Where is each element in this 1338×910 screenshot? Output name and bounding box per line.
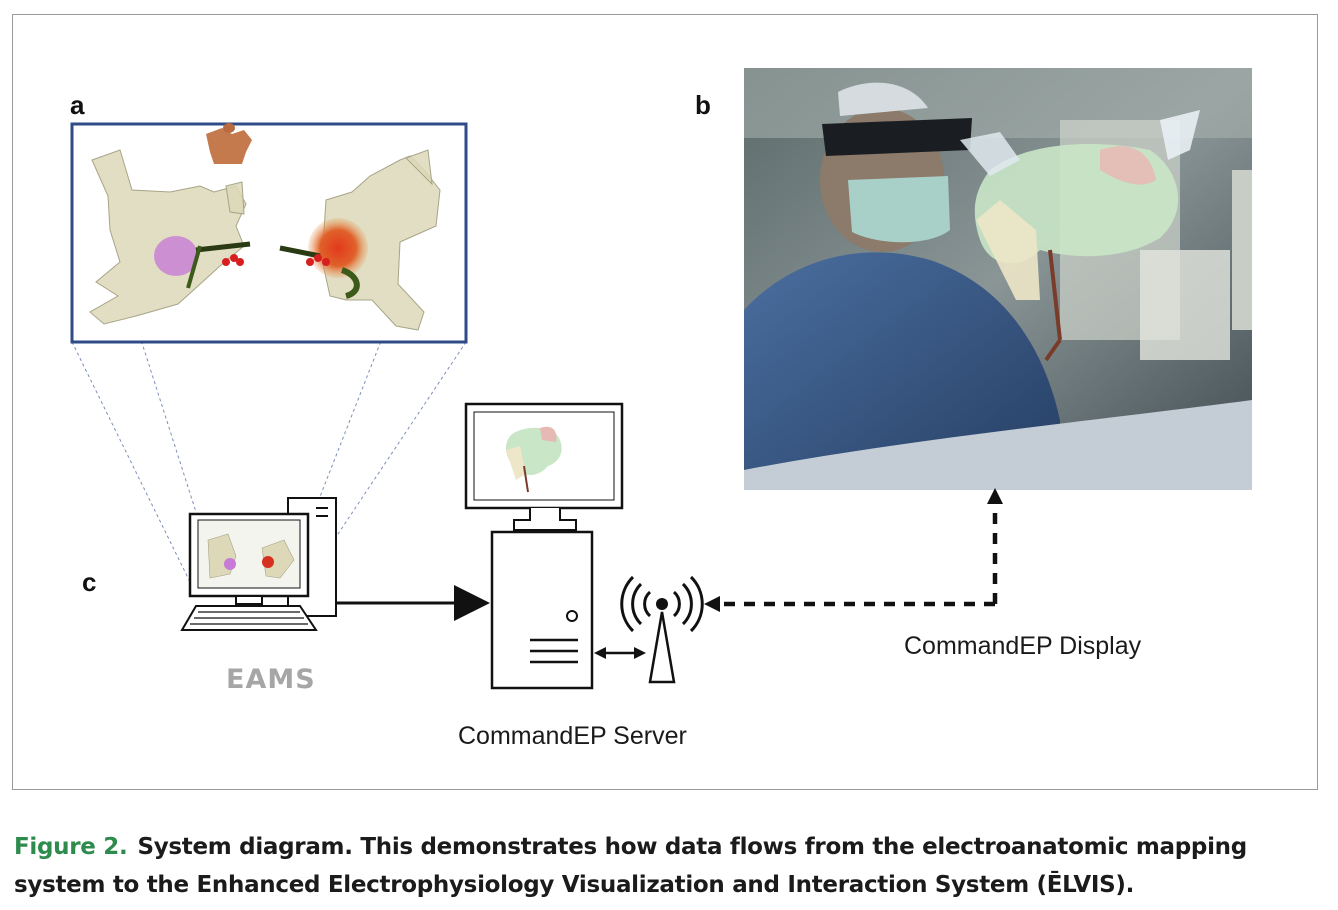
display-label: CommandEP Display: [904, 632, 1142, 660]
system-diagram: [70, 68, 1252, 690]
heart-model-icon: [321, 149, 441, 331]
panel-b-photo: [744, 68, 1252, 490]
panel-a-letter: a: [70, 90, 85, 120]
activation-map: [308, 218, 368, 278]
server-computer-icon: [464, 402, 624, 690]
figure-number: Figure 2.: [14, 834, 128, 860]
hologram-heart: [960, 110, 1200, 362]
wireless-antenna-icon: [620, 575, 704, 684]
heart-model-icon: [89, 149, 247, 325]
figure-frame: [12, 14, 1318, 790]
eams-label: EAMS: [226, 664, 316, 695]
panel-b-letter: b: [695, 90, 711, 120]
panel-c-flow: [180, 402, 1003, 690]
panel-a-heart-models: [70, 122, 468, 344]
torso-icon: [206, 123, 252, 164]
figure-caption: Figure 2.System diagram. This demonstrat…: [14, 828, 1334, 904]
caption-text: System diagram. This demonstrates how da…: [14, 834, 1247, 898]
panel-c-letter: c: [82, 567, 97, 597]
server-label: CommandEP Server: [458, 722, 687, 750]
lesion-region: [154, 236, 198, 276]
desktop-computer-icon: [180, 497, 337, 631]
